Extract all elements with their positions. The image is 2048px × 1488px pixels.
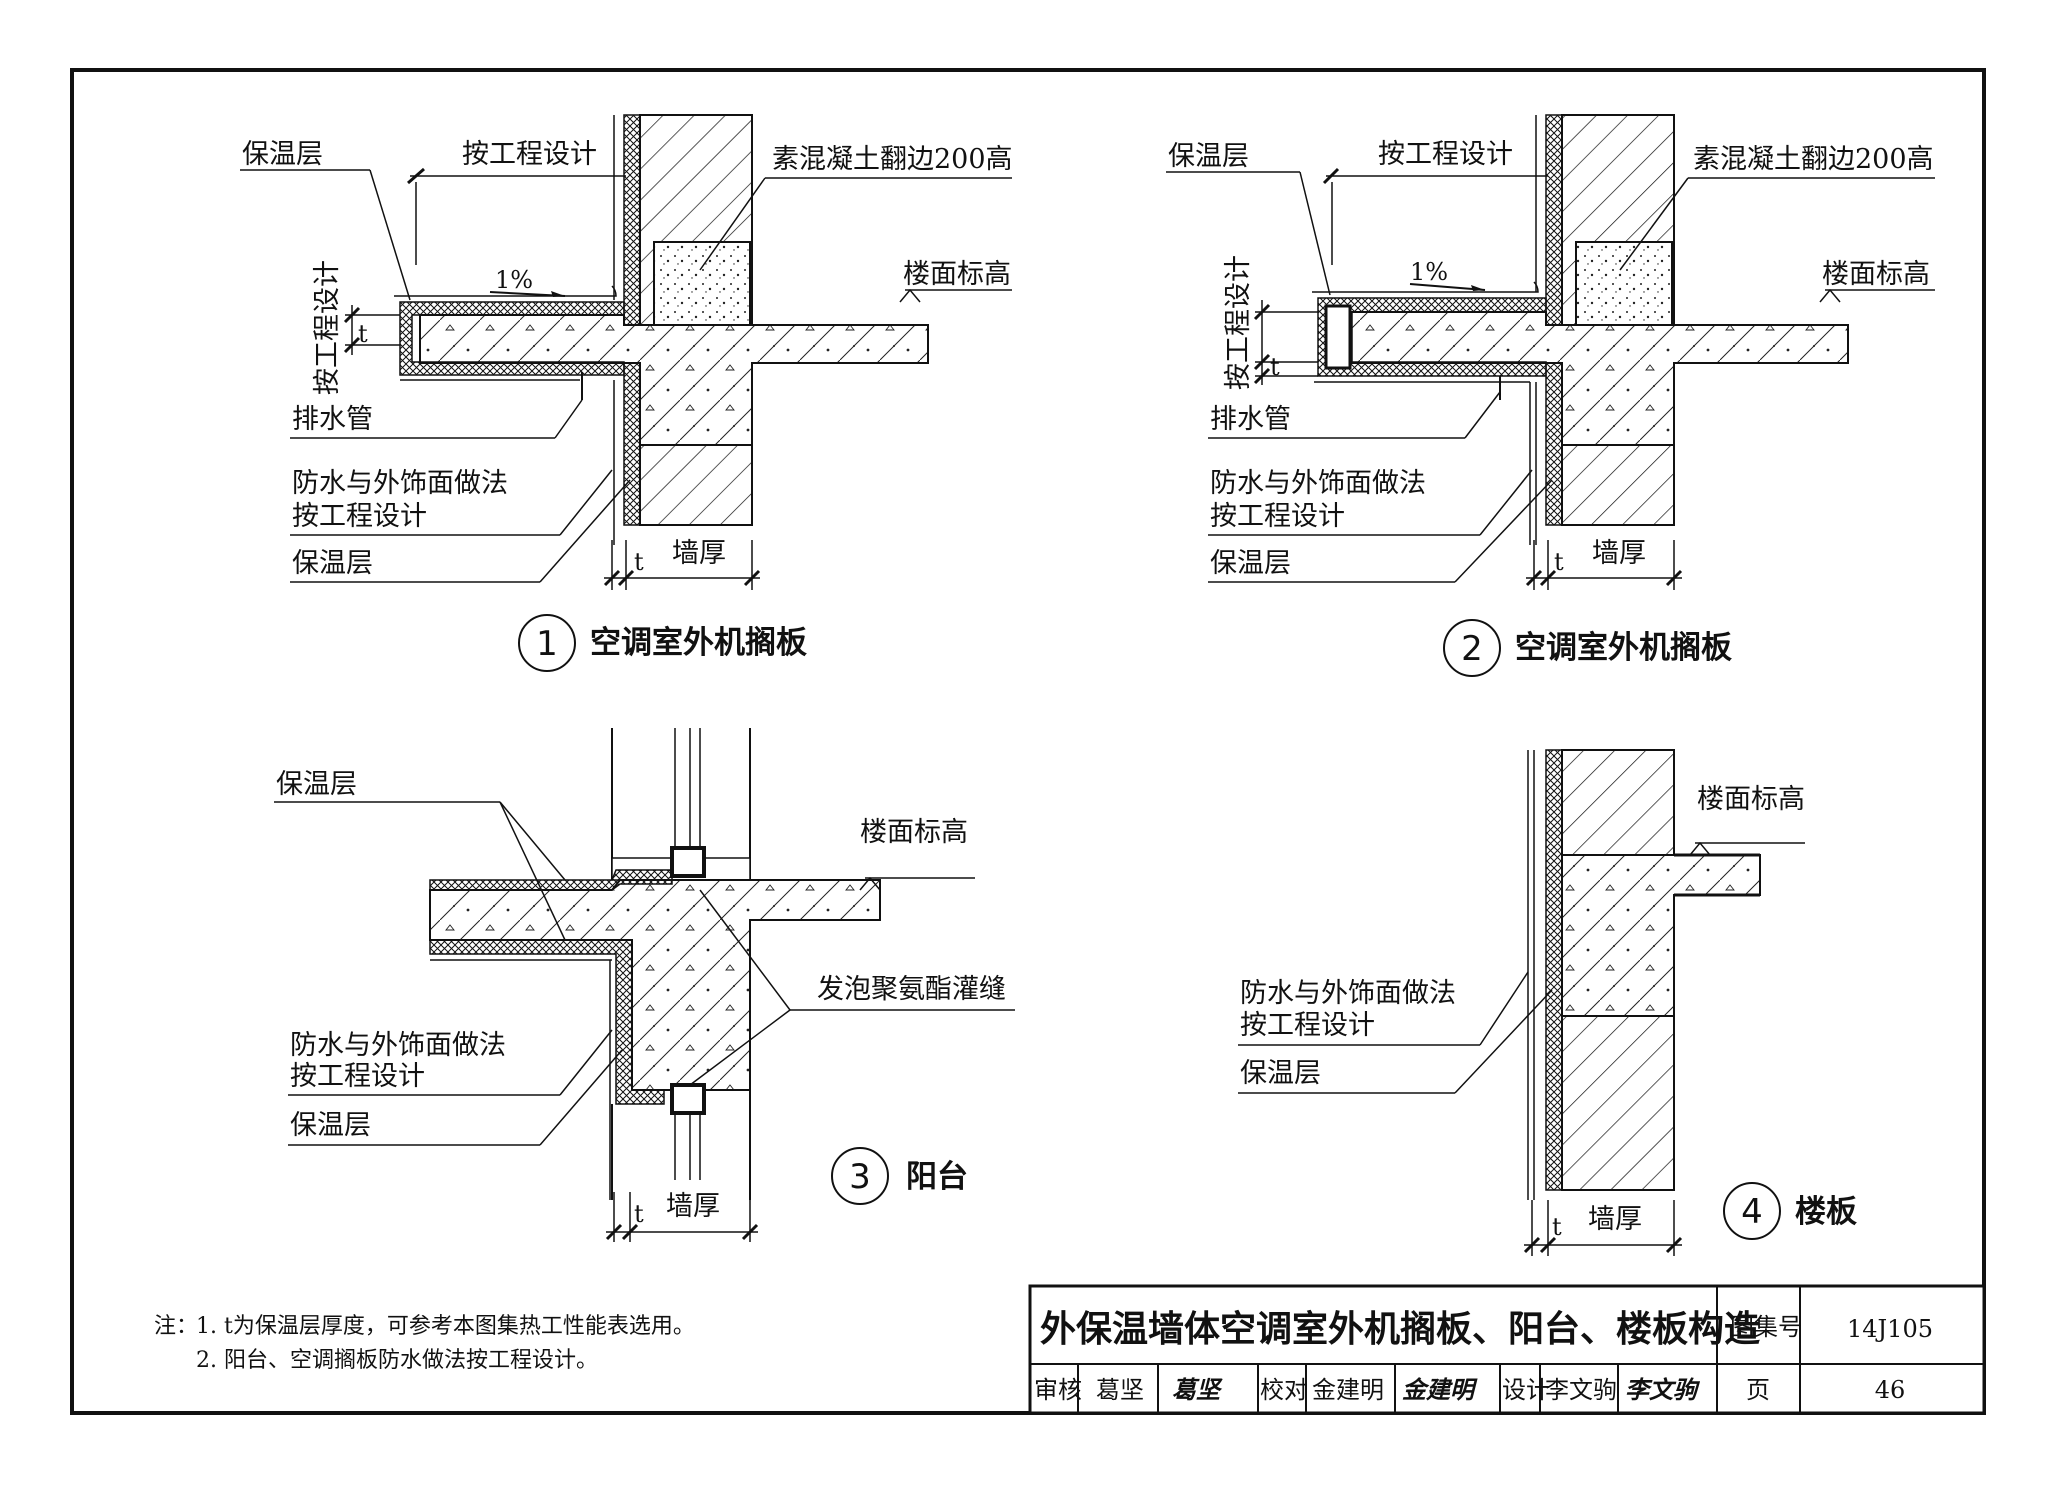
insulation-bottom-label-4: 保温层	[1240, 1058, 1321, 1089]
wall-lower-4	[1561, 1015, 1675, 1191]
wall-insulation-lower-1	[623, 362, 641, 526]
by-design-top-label-1: 按工程设计	[462, 139, 597, 170]
by-design-top-label-2: 按工程设计	[1378, 139, 1513, 170]
floor-level-label-3: 楼面标高	[860, 817, 968, 848]
wall-insulation-upper-1	[623, 114, 641, 326]
detail-title-2: 空调室外机搁板	[1515, 630, 1732, 666]
floor-level-label-2: 楼面标高	[1822, 259, 1930, 290]
atlas-no-value: 14J105	[1847, 1315, 1933, 1343]
note-line-1: 1. t为保温层厚度，可参考本图集热工性能表选用。	[196, 1314, 695, 1339]
by-design-vertical-label-2: 按工程设计	[1223, 255, 1254, 390]
wall-insulation-lower-2	[1545, 362, 1563, 526]
insulation-top-label-3: 保温层	[276, 769, 357, 800]
slope-label-1: 1%	[495, 266, 533, 294]
waterproof-line1-label-1: 防水与外饰面做法	[292, 468, 508, 499]
review-label: 审核	[1034, 1376, 1082, 1404]
detail-4: 楼面标高 防水与外饰面做法 按工程设计 保温层 t 墙厚 4 楼板	[1238, 749, 1857, 1256]
waterproof-line2-label-2: 按工程设计	[1210, 501, 1345, 532]
t-small-label-2: t	[1270, 353, 1280, 381]
waterproof-line1-label-3: 防水与外饰面做法	[290, 1030, 506, 1061]
insulation-bottom-label-1: 保温层	[292, 548, 373, 579]
plain-concrete-upturn-1	[653, 241, 751, 326]
t-small-label-1: t	[358, 320, 368, 348]
slope-label-2: 1%	[1410, 258, 1448, 286]
drawing-title: 外保温墙体空调室外机搁板、阳台、楼板构造	[1040, 1309, 1760, 1350]
detail-number-2: 2	[1461, 629, 1483, 669]
detail-number-4: 4	[1741, 1192, 1763, 1232]
waterproof-line2-label-3: 按工程设计	[290, 1061, 425, 1092]
floor-level-label-4: 楼面标高	[1697, 784, 1805, 815]
dim-wall-label-4: 墙厚	[1588, 1204, 1642, 1235]
design-label: 设计	[1502, 1376, 1550, 1404]
balcony-insulation-soffit	[429, 939, 665, 1105]
drain-pipe-label-2: 排水管	[1210, 404, 1291, 435]
waterproof-line2-label-1: 按工程设计	[292, 501, 427, 532]
dim-t-label-1: t	[634, 548, 644, 576]
detail-number-1: 1	[536, 624, 558, 664]
balcony-window-frame-bottom	[670, 1083, 706, 1115]
detail-title-1: 空调室外机搁板	[590, 625, 807, 661]
wall-insulation-4	[1545, 749, 1563, 1191]
dim-wall-label-3: 墙厚	[666, 1191, 720, 1222]
shelf-insulation-1	[399, 301, 625, 376]
shelf-end-cap-2	[1324, 304, 1352, 370]
insulation-top-label-1: 保温层	[242, 139, 323, 170]
wall-upper-4	[1561, 749, 1675, 856]
dim-wall-label-1: 墙厚	[672, 538, 726, 569]
page-value: 46	[1875, 1376, 1906, 1404]
check-name: 金建明	[1312, 1376, 1384, 1404]
dim-t-label-2: t	[1554, 548, 1564, 576]
floor-level-label-1: 楼面标高	[903, 259, 1011, 290]
waterproof-line1-label-2: 防水与外饰面做法	[1210, 468, 1426, 499]
insulation-top-label-2: 保温层	[1168, 141, 1249, 172]
plain-concrete-upturn-2	[1575, 241, 1673, 326]
page-label: 页	[1746, 1376, 1770, 1404]
detail-1: 1% 楼面标高 素混凝土翻边200高 按工程设计 保温层 按工程设计 t 排水管…	[240, 114, 1013, 672]
detail-number-circle-3	[831, 1147, 889, 1205]
design-name: 李文驹	[1545, 1376, 1617, 1404]
note-line-2: 2. 阳台、空调搁板防水做法按工程设计。	[196, 1348, 598, 1373]
detail-3: 楼面标高 保温层 发泡聚氨酯灌缝 防水与外饰面做法 按工程设计 保温层 t 墙厚…	[274, 728, 1015, 1242]
dim-wall-label-2: 墙厚	[1592, 538, 1646, 569]
wall-insulation-upper-2	[1545, 114, 1563, 326]
wall-lower-2	[1561, 444, 1675, 526]
title-block: 外保温墙体空调室外机搁板、阳台、楼板构造 图集号 14J105 审核 葛坚 葛坚…	[1028, 1284, 1986, 1415]
atlas-no-label: 图集号	[1730, 1313, 1802, 1341]
check-label: 校对	[1260, 1376, 1308, 1404]
notes-block: 注： 1. t为保温层厚度，可参考本图集热工性能表选用。 2. 阳台、空调搁板防…	[154, 1314, 695, 1373]
detail-number-3: 3	[849, 1157, 871, 1197]
detail-2: 1% 楼面标高 素混凝土翻边200高 按工程设计 保温层 按工程设计 t 排水管…	[1166, 114, 1935, 677]
ac-shelf-slab-2	[1349, 311, 1849, 446]
waterproof-line2-label-4: 按工程设计	[1240, 1010, 1375, 1041]
waterproof-line1-label-4: 防水与外饰面做法	[1240, 978, 1456, 1009]
notes-prefix: 注：	[154, 1314, 198, 1339]
review-name: 葛坚	[1096, 1376, 1144, 1404]
review-signature: 葛坚	[1172, 1375, 1223, 1404]
dim-t-label-4: t	[1552, 1213, 1562, 1241]
floor-slab-4	[1561, 854, 1761, 1017]
dim-t-label-3: t	[634, 1200, 644, 1228]
design-signature: 李文驹	[1625, 1375, 1701, 1404]
detail-title-4: 楼板	[1795, 1194, 1857, 1230]
plain-concrete-label-1: 素混凝土翻边200高	[772, 144, 1013, 175]
detail-number-circle-1	[518, 614, 576, 672]
insulation-bottom-label-3: 保温层	[290, 1110, 371, 1141]
drain-pipe-label-1: 排水管	[292, 404, 373, 435]
wall-lower-1	[639, 444, 753, 526]
by-design-vertical-label-1: 按工程设计	[312, 260, 343, 395]
check-signature: 金建明	[1402, 1375, 1478, 1404]
sheet-frame	[70, 68, 1986, 1415]
balcony-insulation-top	[429, 869, 673, 891]
foam-joint-label-3: 发泡聚氨酯灌缝	[817, 974, 1006, 1005]
detail-number-circle-2	[1443, 619, 1501, 677]
balcony-window-frame-top	[670, 846, 706, 878]
detail-number-circle-4	[1723, 1182, 1781, 1240]
insulation-bottom-label-2: 保温层	[1210, 548, 1291, 579]
plain-concrete-label-2: 素混凝土翻边200高	[1693, 144, 1934, 175]
detail-title-3: 阳台	[906, 1159, 968, 1195]
